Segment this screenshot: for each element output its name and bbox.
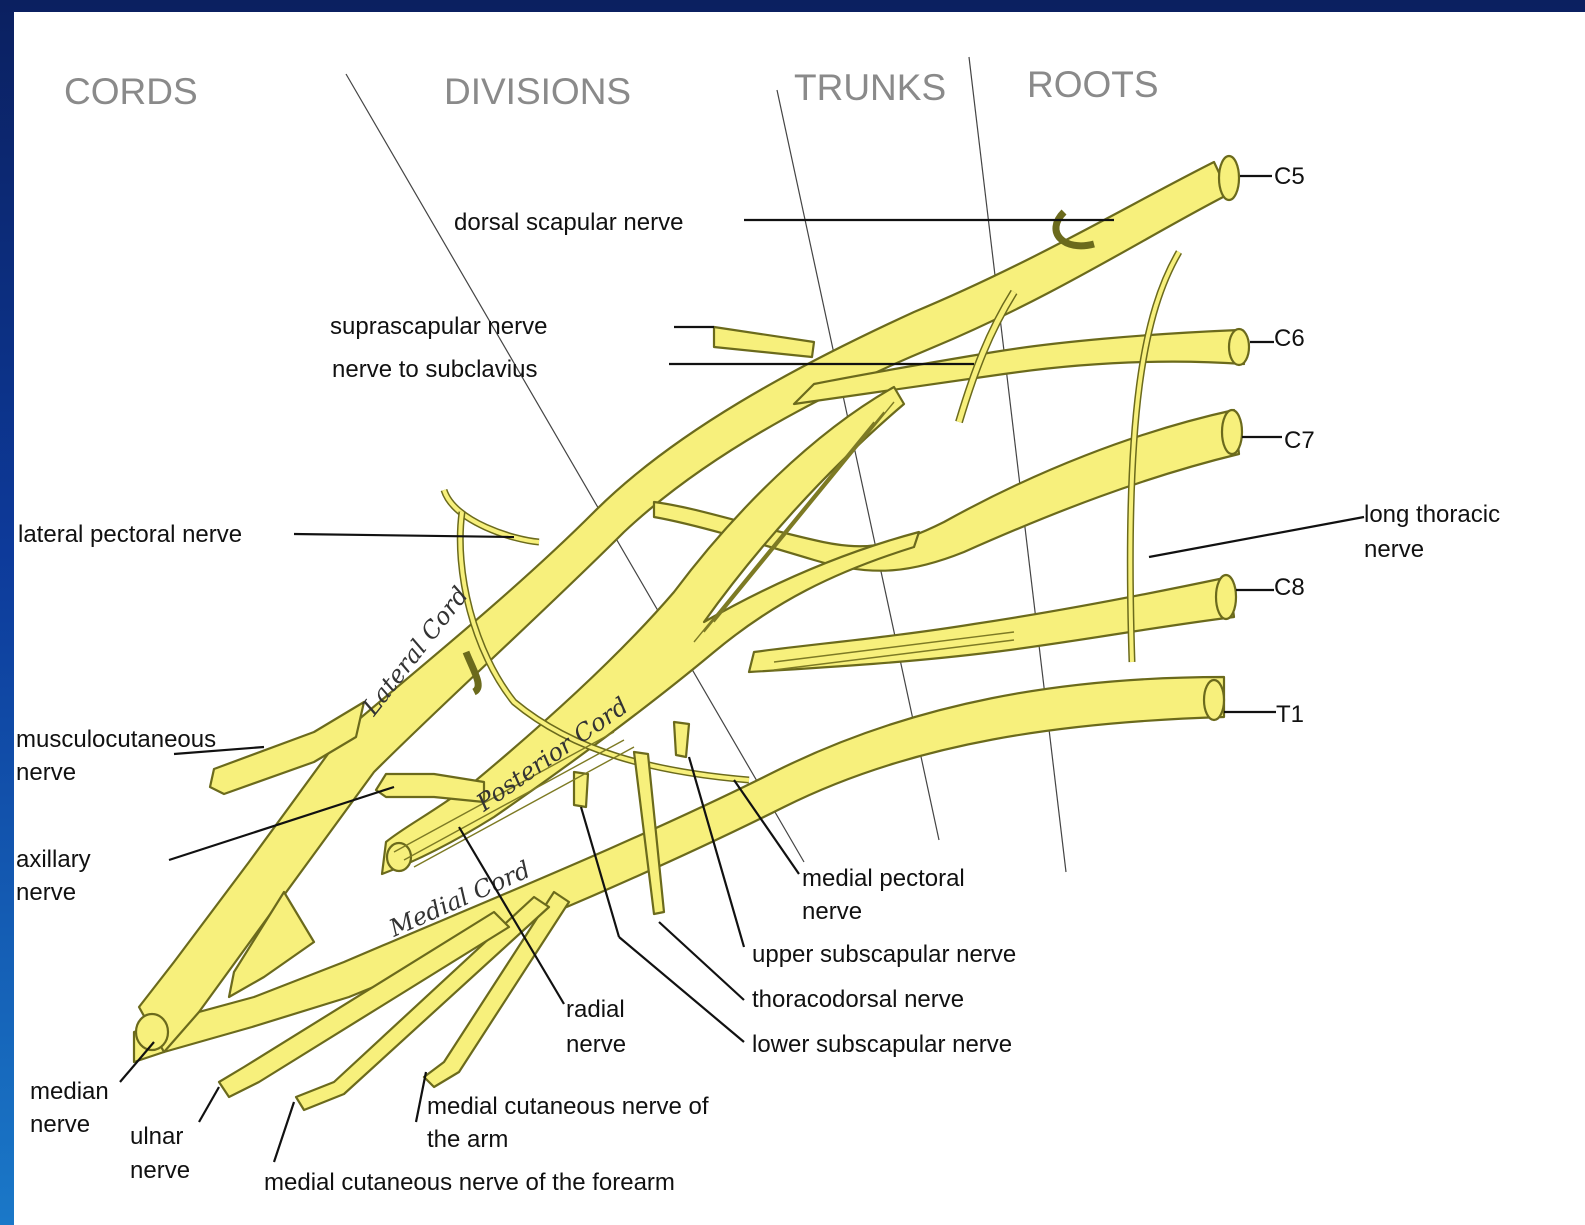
lateral-pectoral-label: lateral pectoral nerve	[18, 521, 242, 548]
lower-subscapular-stub	[574, 772, 588, 807]
upper-subscapular-label: upper subscapular nerve	[752, 941, 1016, 968]
thoracodorsal-leader	[659, 922, 744, 1000]
musculocutaneous-label-2: nerve	[16, 759, 76, 786]
header-divisions: DIVISIONS	[444, 71, 631, 112]
root-labels: C5 C6 C7 C8 T1	[1274, 163, 1315, 728]
long-thoracic-leader	[1149, 517, 1364, 557]
thoracodorsal-label: thoracodorsal nerve	[752, 986, 964, 1013]
suprascapular-stub	[714, 327, 814, 357]
c7-root-end	[1222, 410, 1242, 454]
long-thoracic-label-1: long thoracic	[1364, 501, 1500, 528]
musculocutaneous-label-1: musculocutaneous	[16, 726, 216, 753]
header-roots: ROOTS	[1027, 64, 1159, 105]
med-cut-forearm-label: medial cutaneous nerve of the forearm	[264, 1169, 675, 1196]
radial-label-1: radial	[566, 996, 625, 1023]
root-c5-label: C5	[1274, 163, 1305, 190]
median-label-1: median	[30, 1078, 109, 1105]
c8-root-end	[1216, 575, 1236, 619]
suprascapular-label: suprascapular nerve	[330, 313, 547, 340]
lower-subscapular-label: lower subscapular nerve	[752, 1031, 1012, 1058]
axillary-label-2: nerve	[16, 879, 76, 906]
c6-root-end	[1229, 329, 1249, 365]
median-label-2: nerve	[30, 1111, 90, 1138]
root-c7-label: C7	[1284, 427, 1315, 454]
med-cut-arm-label-1: medial cutaneous nerve of	[427, 1093, 709, 1120]
root-t1-label: T1	[1276, 701, 1304, 728]
leader-lines	[120, 176, 1364, 1162]
med-cut-arm-leader	[416, 1072, 426, 1122]
medial-pectoral-label-2: nerve	[802, 898, 862, 925]
column-headers: CORDS DIVISIONS TRUNKS ROOTS	[64, 64, 1159, 112]
med-cut-arm-label-2: the arm	[427, 1126, 508, 1153]
subscapular-upper-stub	[674, 722, 689, 757]
c8-lower-trunk	[749, 577, 1234, 672]
long-thoracic-label-2: nerve	[1364, 536, 1424, 563]
axillary-label-1: axillary	[16, 846, 91, 873]
t1-root-end	[1204, 680, 1224, 720]
upper-subscapular-leader	[689, 757, 744, 947]
header-trunks: TRUNKS	[794, 67, 946, 108]
radial-label-2: nerve	[566, 1031, 626, 1058]
lateral-pectoral-leader	[294, 534, 514, 537]
divider-trunks-roots	[969, 57, 1066, 872]
lower-subscapular-leader-a	[619, 937, 744, 1042]
medial-pectoral-label-1: medial pectoral	[802, 865, 965, 892]
diagram-canvas: Lateral Cord Posterior Cord Medial Cord …	[14, 12, 1585, 1225]
ulnar-label-2: nerve	[130, 1157, 190, 1184]
brachial-plexus-diagram: Lateral Cord Posterior Cord Medial Cord …	[14, 12, 1585, 1225]
ulnar-label-1: ulnar	[130, 1123, 183, 1150]
subclavius-label: nerve to subclavius	[332, 356, 537, 383]
c5-root-end	[1219, 156, 1239, 200]
posterior-cord-end	[387, 843, 411, 871]
ulnar-leader	[199, 1087, 219, 1122]
dorsal-scapular-label: dorsal scapular nerve	[454, 209, 683, 236]
nerve-structures	[134, 156, 1249, 1110]
med-cut-forearm-leader	[274, 1102, 294, 1162]
header-cords: CORDS	[64, 71, 198, 112]
root-c8-label: C8	[1274, 574, 1305, 601]
root-c6-label: C6	[1274, 325, 1305, 352]
